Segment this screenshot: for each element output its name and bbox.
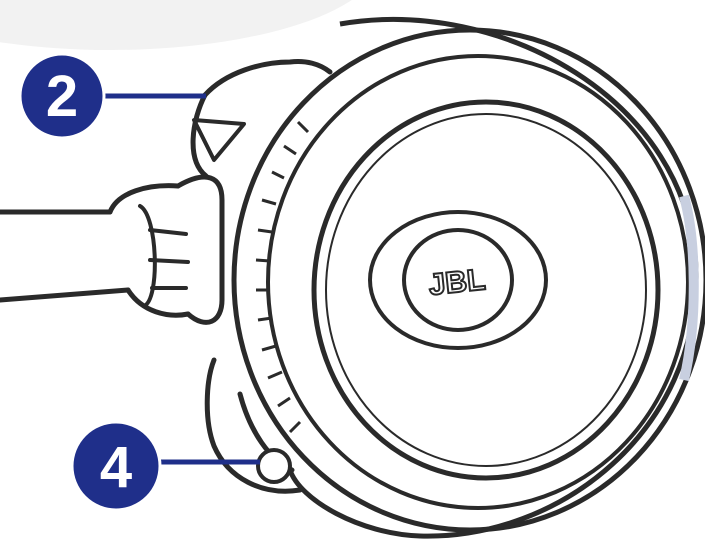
lower-button-icon — [258, 450, 290, 482]
callout-4: 4 — [72, 422, 260, 510]
callout-2: 2 — [20, 54, 206, 138]
callout-2-number: 2 — [46, 64, 78, 129]
earcup-housing — [193, 61, 330, 491]
background-disc — [0, 0, 380, 50]
brand-logo: JBL — [427, 263, 487, 302]
callout-4-number: 4 — [100, 435, 132, 500]
hinge-yoke — [140, 177, 222, 322]
headband-arm — [0, 186, 188, 315]
rim-edge-shadow — [684, 196, 694, 380]
